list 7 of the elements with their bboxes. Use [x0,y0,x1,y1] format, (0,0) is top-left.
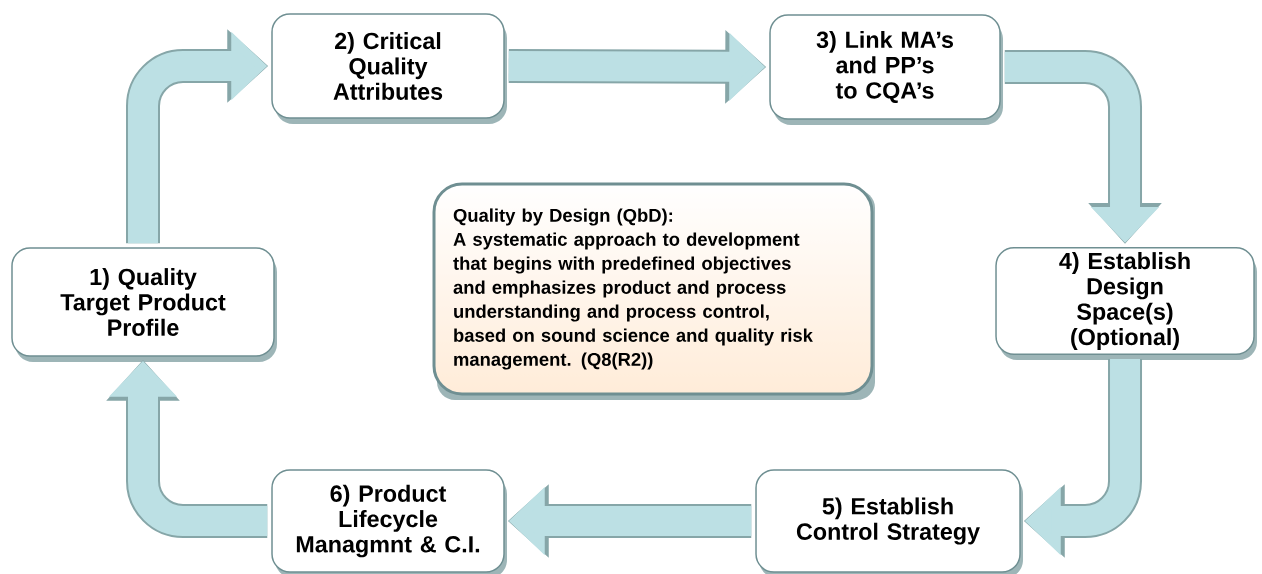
step-box: 1) Quality Target Product Profile [11,247,277,362]
step-box: 5) Establish Control Strategy [755,469,1023,574]
step-box: 4) Establish Design Space(s) (Optional) [995,246,1257,360]
definition-box: Quality by Design (QbD): A systematic approach to development that begins with predefined objectives and emphasizes product and process understanding and process control, based on sound science and quality risk management. (Q8(R2)) [432,182,875,400]
step-box: 2) Critical Quality Attributes [271,13,507,124]
step-box: 6) Product Lifecycle Managmnt & C.I. [271,469,507,574]
step-box: 3) Link MA’s and PP’s to CQA’s [769,14,1003,125]
